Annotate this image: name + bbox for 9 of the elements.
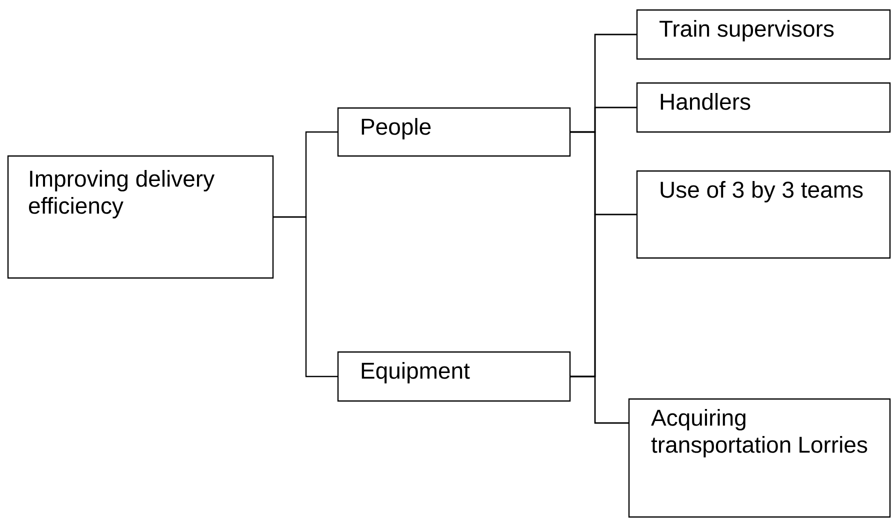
connector-line bbox=[273, 216, 338, 378]
topic-box: Handlers bbox=[636, 82, 891, 133]
topic-box: Use of 3 by 3 teams bbox=[636, 170, 891, 259]
topic-box: Acquiring transportation Lorries bbox=[628, 398, 891, 518]
topic-box: Improving delivery efficiency bbox=[7, 155, 274, 279]
topic-box: People bbox=[337, 107, 571, 157]
topic-box: Train supervisors bbox=[636, 9, 891, 60]
topic-box: Equipment bbox=[337, 351, 571, 402]
connector-line bbox=[570, 376, 629, 424]
